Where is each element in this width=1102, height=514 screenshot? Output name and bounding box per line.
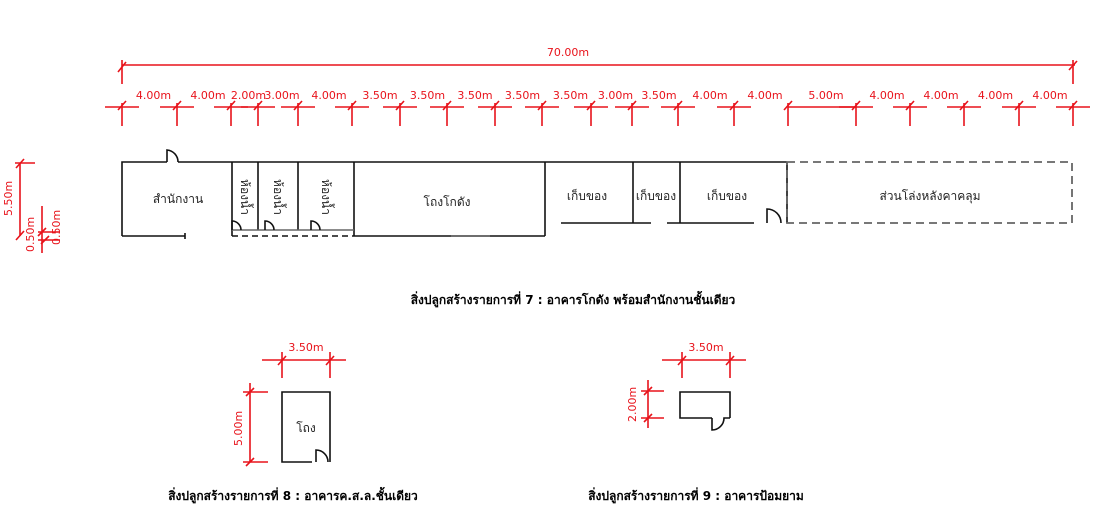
room-storage-3: เก็บของ — [707, 188, 747, 203]
dim-tick-slash — [959, 100, 969, 111]
building-8-depth-dim: 5.00m — [232, 411, 245, 446]
segment-dim-label: 3.50m — [410, 89, 445, 102]
segment-dim-label: 4.00m — [923, 89, 958, 102]
segment-dim-label: 2.00m — [231, 89, 266, 102]
dim-tick-slash — [490, 100, 500, 111]
caption-building-8: สิ่งปลูกสร้างรายการที่ 8 : อาคารค.ส.ล.ชั… — [168, 486, 418, 504]
dim-tick-slash — [783, 100, 793, 111]
dim-tick-slash — [172, 100, 182, 111]
dim-tick-slash — [226, 100, 236, 111]
side-dim-b: 0.50m — [50, 210, 63, 245]
overall-dimension: 70.00m — [117, 46, 1078, 84]
building-7-plan: สำนักงาน ห้องน้ำ ห้องน้ำ ห้องน้ำ โถงโกดั… — [121, 149, 1073, 239]
segment-dim-label: 3.50m — [362, 89, 397, 102]
dim-tick-slash — [729, 100, 739, 111]
dim-tick-slash — [673, 100, 683, 111]
side-dim-height: 5.50m — [2, 181, 15, 216]
dim-tick-slash — [905, 100, 915, 111]
room-open-area: ส่วนโล่งหลังคาคลุม — [879, 189, 980, 204]
room-toilet-3: ห้องน้ำ — [319, 179, 335, 215]
dim-tick-slash — [293, 100, 303, 111]
building-9-width-dim: 3.50m — [688, 341, 723, 354]
door-icon — [166, 149, 179, 163]
segment-dim-label: 4.00m — [1032, 89, 1067, 102]
room-toilet-2: ห้องน้ำ — [271, 179, 287, 215]
segment-dim-label: 4.00m — [978, 89, 1013, 102]
door-icon — [264, 220, 275, 231]
building-8-plan: 3.50m 5.00m โถง — [232, 341, 346, 467]
building-9-plan: 3.50m 2.00m — [626, 341, 746, 431]
segment-dim-label: 4.00m — [136, 89, 171, 102]
dim-tick-slash — [117, 100, 127, 111]
segment-dim-label: 5.00m — [808, 89, 843, 102]
segment-dim-label: 3.50m — [457, 89, 492, 102]
side-dimensions: 5.50m 0.50m 0.50m — [2, 158, 63, 253]
room-toilet-1: ห้องน้ำ — [238, 179, 254, 215]
dim-tick-slash — [347, 100, 357, 111]
dim-tick-slash — [586, 100, 596, 111]
segment-dim-label: 4.00m — [190, 89, 225, 102]
door-icon — [711, 417, 730, 431]
segment-dim-label: 3.50m — [505, 89, 540, 102]
overall-dim-label: 70.00m — [547, 46, 589, 59]
dim-tick-slash — [442, 100, 452, 111]
segment-dim-label: 4.00m — [692, 89, 727, 102]
dim-tick-slash — [253, 100, 263, 111]
segment-dim-label: 4.00m — [869, 89, 904, 102]
dim-tick-slash — [395, 100, 405, 111]
room-warehouse: โถงโกดัง — [424, 195, 471, 209]
side-dim-a: 0.50m — [24, 217, 37, 252]
room-office: สำนักงาน — [153, 192, 203, 206]
segment-dim-label: 3.00m — [264, 89, 299, 102]
dim-tick-slash — [537, 100, 547, 111]
door-icon — [315, 449, 329, 463]
caption-building-7: สิ่งปลูกสร้างรายการที่ 7 : อาคารโกดัง พร… — [411, 290, 736, 308]
building-8-width-dim: 3.50m — [288, 341, 323, 354]
door-icon — [231, 220, 242, 231]
segment-dim-label: 3.00m — [598, 89, 633, 102]
caption-building-9: สิ่งปลูกสร้างรายการที่ 9 : อาคารป้อมยาม — [588, 487, 804, 504]
dim-tick-slash — [1014, 100, 1024, 111]
door-icon — [310, 220, 321, 231]
dim-tick-slash — [1068, 100, 1078, 111]
room-storage-1: เก็บของ — [567, 188, 607, 203]
segment-dim-label: 3.50m — [641, 89, 676, 102]
building-9-depth-dim: 2.00m — [626, 387, 639, 422]
room-storage-2: เก็บของ — [636, 188, 676, 203]
door-icon — [766, 208, 782, 224]
segment-dim-label: 4.00m — [747, 89, 782, 102]
segment-dim-label: 3.50m — [553, 89, 588, 102]
building-8-room: โถง — [296, 421, 316, 435]
dim-tick-slash — [851, 100, 861, 111]
segment-dim-label: 4.00m — [311, 89, 346, 102]
dim-tick-slash — [627, 100, 637, 111]
